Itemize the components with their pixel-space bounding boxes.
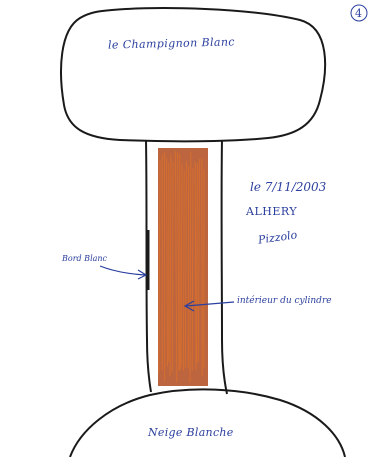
snow-mound-outline [70,389,345,457]
date-note: le 7/11/2003 [250,181,326,193]
cap-label: le Champignon Blanc [108,36,235,50]
mushroom-cap-outline [61,8,325,141]
stem-edge-label: Bord Blanc [62,255,107,263]
page-number-circle [349,3,369,23]
stem-interior-label: intérieur du cylindre [237,297,332,306]
place-note: ALHERY [246,206,297,217]
stem-right-outline [222,140,227,394]
ground-label: Neige Blanche [148,427,234,438]
